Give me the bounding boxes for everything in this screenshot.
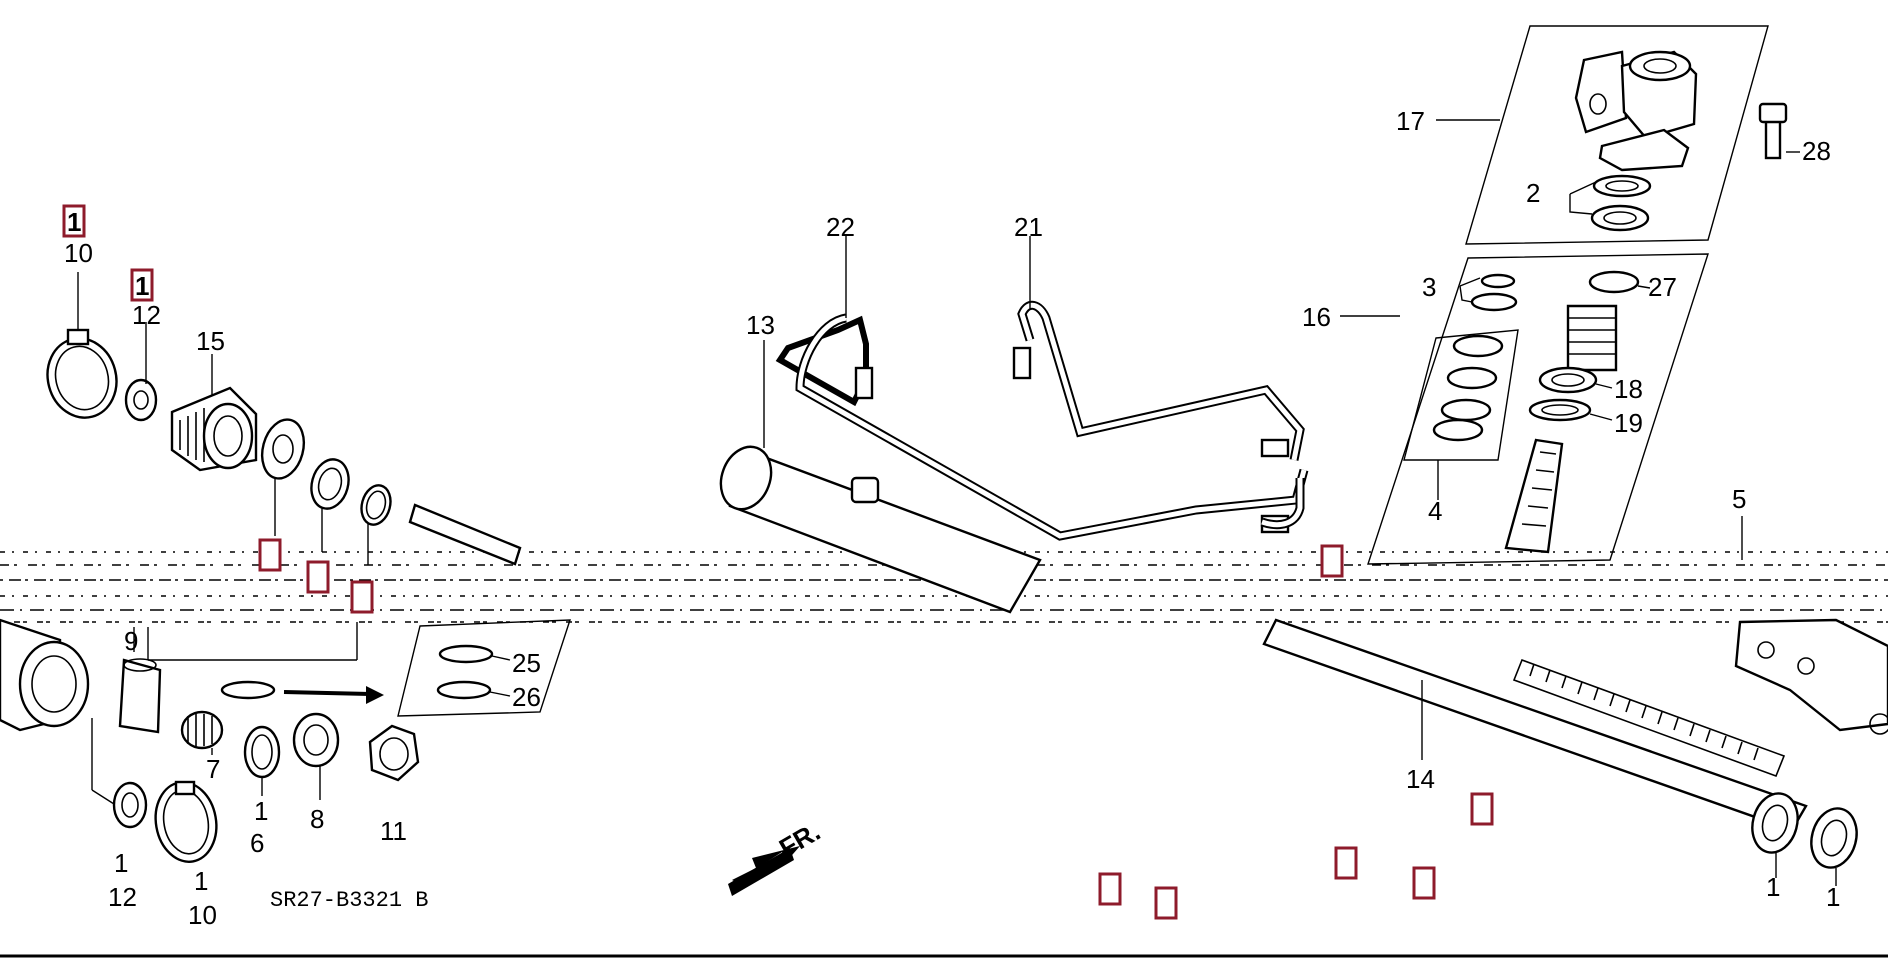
oring-6: [243, 725, 281, 796]
callout-27: 27: [1648, 272, 1677, 302]
callout-21: 21: [1014, 212, 1043, 242]
fr-arrow: [728, 846, 800, 896]
callout-14: 14: [1406, 764, 1435, 794]
callout-15: 15: [196, 326, 225, 356]
callout-labels: 10 12 15 22 21 13 17 28 2 16 3 27 18 19 …: [64, 106, 1840, 930]
oring-upper-left-1: [310, 458, 350, 552]
callout-12-lower-top: 1: [114, 848, 128, 878]
gear-housing-right: [1734, 618, 1888, 735]
direction-arrow-right: [283, 686, 384, 704]
hotspot-rack-c[interactable]: [1412, 866, 1436, 900]
diagram-code: SR27-B3321 B: [270, 888, 428, 913]
hotspot-bottom-b[interactable]: [1154, 886, 1178, 920]
rack-end-stub: [408, 503, 522, 566]
callout-4: 4: [1428, 496, 1442, 526]
callout-8: 8: [310, 804, 324, 834]
callout-10-lower-top: 1: [194, 866, 208, 896]
adjusting-screw-8: [292, 712, 340, 800]
hotspot-bearing[interactable]: [258, 538, 282, 572]
callout-12-lower: 12: [108, 882, 137, 912]
callout-9: 9: [124, 626, 138, 656]
hotspot-rack-a[interactable]: [1470, 792, 1494, 826]
callout-10-upper: 10: [64, 238, 93, 268]
callout-16: 16: [1302, 302, 1331, 332]
hotspot-rack-b[interactable]: [1334, 846, 1358, 880]
callout-26: 26: [512, 682, 541, 712]
rack-14: [1262, 618, 1808, 832]
boot-band-12-upper: [124, 322, 158, 422]
valve-body-frame-16: [1340, 253, 1709, 565]
callout-10-lower: 10: [188, 900, 217, 930]
pipe-22: [775, 236, 1309, 541]
locknut-11: [368, 724, 420, 782]
callout-6: 6: [250, 828, 264, 858]
callout-18: 18: [1614, 374, 1643, 404]
bearing-upper-left: [260, 418, 306, 536]
seal-ring-set-4: [1403, 329, 1519, 500]
bolt-28: [1758, 102, 1800, 160]
boot-band-12-lower: [91, 718, 148, 829]
housing-bushing: [18, 640, 90, 728]
callout-7: 7: [206, 754, 220, 784]
bearing-18: [1538, 366, 1613, 394]
valve-27: [1566, 270, 1651, 372]
callout-2: 2: [1526, 178, 1540, 208]
callout-6-top: 1: [254, 796, 268, 826]
oring-upper-left-2: [360, 484, 392, 565]
callout-28: 28: [1802, 136, 1831, 166]
seal-19: [1528, 398, 1613, 422]
hotspot-1-top-left[interactable]: 1: [62, 204, 86, 238]
spring-7: [180, 710, 224, 755]
hotspot-pipe-joint[interactable]: [1320, 544, 1344, 578]
valve-seal-kit-frame: [397, 619, 571, 717]
seal-in-bracket: [220, 680, 276, 700]
hotspot-label: 1: [67, 207, 81, 237]
callout-22: 22: [826, 212, 855, 242]
pipe-21-lower-bend: [1260, 478, 1305, 530]
callout-3: 3: [1422, 272, 1436, 302]
hotspot-oring-1[interactable]: [306, 560, 330, 594]
valve-housing-17: [1574, 50, 1698, 172]
pipe-21: [1012, 236, 1305, 534]
callout-1-right-b: 1: [1826, 882, 1840, 912]
boot-clamp-10-lower: [154, 780, 218, 863]
callout-25: 25: [512, 648, 541, 678]
valve-housing-frame-17: [1436, 25, 1769, 245]
callout-11: 11: [380, 816, 407, 846]
callout-12-upper: 12: [132, 300, 161, 330]
callout-19: 19: [1614, 408, 1643, 438]
rack-guide-15: [170, 354, 258, 472]
callout-5: 5: [1732, 484, 1746, 514]
cylinder-13: [719, 340, 1042, 614]
hotspot-1-upper-left-b[interactable]: 1: [130, 268, 154, 302]
boot-clamp-10-upper: [46, 272, 118, 419]
hotspot-oring-2[interactable]: [350, 580, 374, 614]
pinion-shaft: [1504, 438, 1564, 554]
callout-17: 17: [1396, 106, 1425, 136]
hotspot-label: 1: [135, 271, 149, 301]
bushing-1-right-b: [1810, 807, 1858, 886]
seals-2: [1569, 174, 1652, 232]
callout-13: 13: [746, 310, 775, 340]
valve-seals-3: [1459, 273, 1518, 312]
callout-1-right-a: 1: [1766, 872, 1780, 902]
bracket-9-frame: [147, 622, 358, 661]
rack-guide-9: [118, 627, 162, 734]
bushing-1-right-a: [1751, 792, 1799, 878]
hotspot-bottom-a[interactable]: [1098, 872, 1122, 906]
